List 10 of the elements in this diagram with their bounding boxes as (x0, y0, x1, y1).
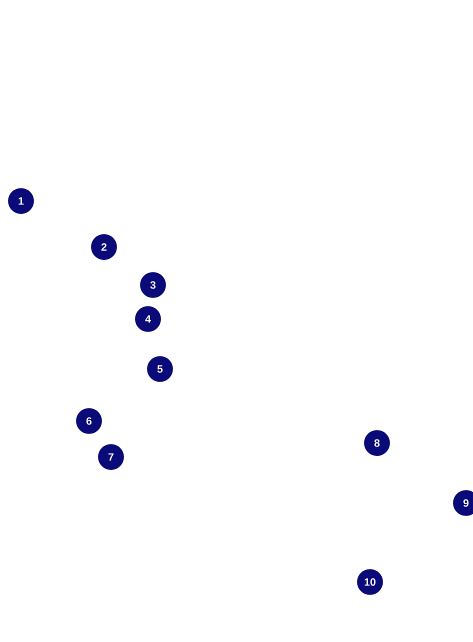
callout-number: 6 (75, 407, 103, 435)
callout-number: 10 (356, 568, 384, 596)
callout-number: 1 (7, 187, 35, 215)
callout-number: 5 (146, 355, 174, 383)
callout-number: 2 (90, 233, 118, 261)
callout-number: 9 (452, 489, 473, 517)
callout-number: 3 (139, 271, 167, 299)
callout-number: 4 (134, 305, 162, 333)
callout-number: 7 (97, 443, 125, 471)
callout-number: 8 (363, 429, 391, 457)
